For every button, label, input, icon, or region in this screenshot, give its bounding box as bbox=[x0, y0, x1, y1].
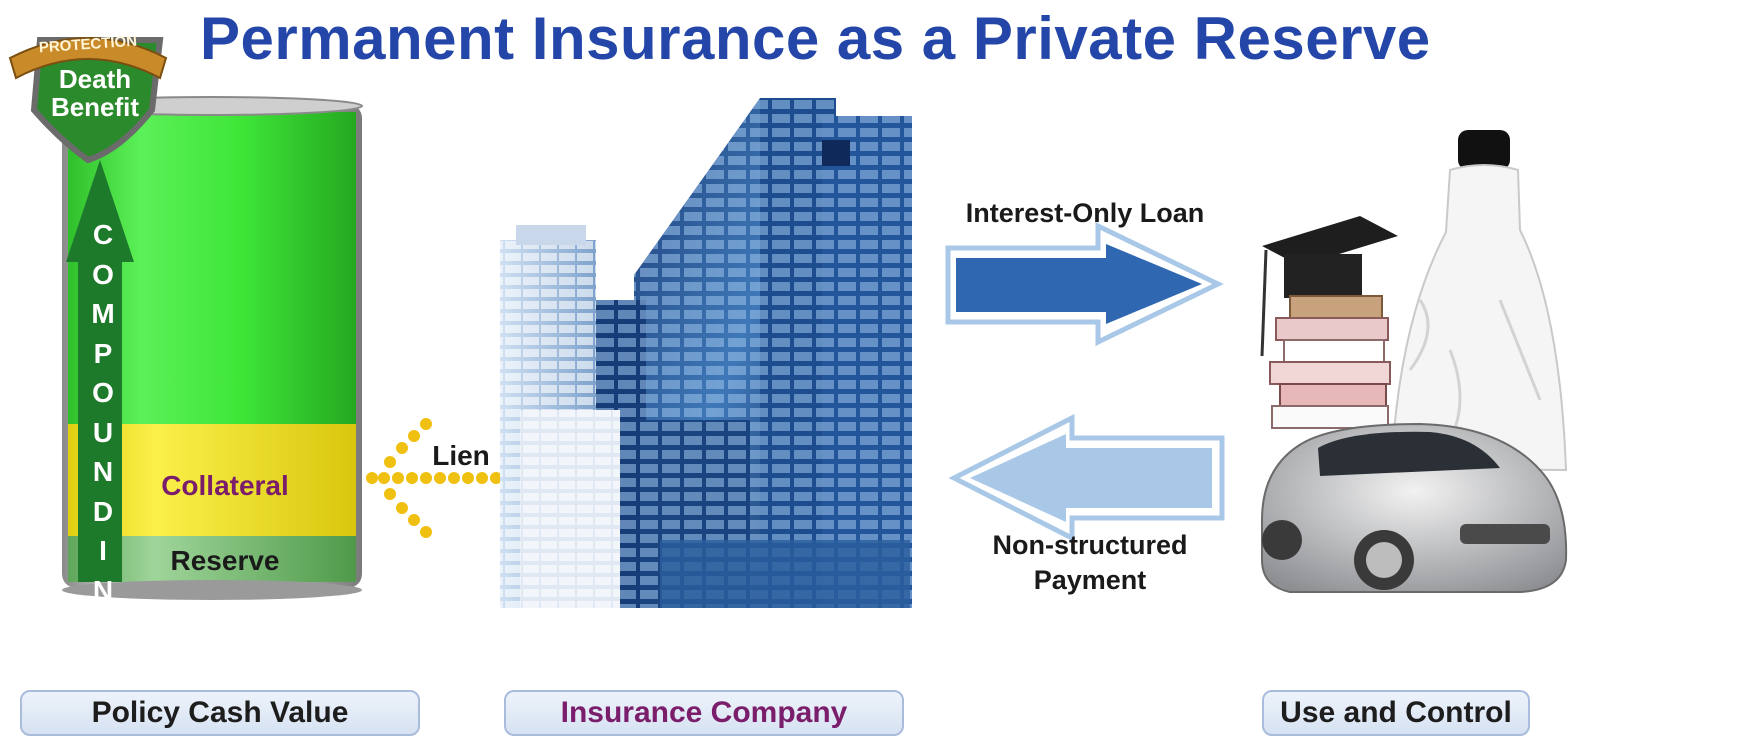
reserve-label: Reserve bbox=[170, 545, 280, 576]
protection-banner bbox=[8, 37, 168, 80]
insurance-company-label: Insurance Company bbox=[504, 690, 904, 736]
graduation-cap-icon bbox=[1260, 216, 1398, 357]
collateral-label: Collateral bbox=[161, 470, 289, 501]
loan-label: Interest-Only Loan bbox=[965, 198, 1205, 228]
car-icon bbox=[1261, 422, 1568, 593]
lien-arrow bbox=[366, 418, 502, 538]
compounding-letter: I bbox=[99, 535, 107, 566]
shield-line2: Benefit bbox=[50, 92, 140, 122]
payment-label-line2: Payment bbox=[1033, 565, 1147, 595]
wedding-dress-icon bbox=[1390, 130, 1568, 472]
use-and-control-label: Use and Control bbox=[1262, 690, 1530, 736]
compounding-letter: G bbox=[92, 614, 114, 645]
compounding-letter: P bbox=[93, 337, 113, 369]
page-title: Permanent Insurance as a Private Reserve bbox=[200, 5, 1431, 72]
payment-label-line1: Non-structured bbox=[992, 530, 1188, 560]
compounding-label: C O M P O U N D I N G bbox=[83, 215, 123, 650]
compounding-letter: M bbox=[91, 298, 115, 329]
compounding-letter: D bbox=[92, 495, 114, 527]
loan-arrow bbox=[945, 222, 1224, 346]
shield-line1: Death bbox=[58, 64, 132, 94]
insurance-company-building bbox=[500, 98, 912, 608]
compounding-arrow bbox=[66, 160, 134, 582]
death-benefit-shield bbox=[8, 37, 168, 164]
compounding-letter: U bbox=[92, 416, 114, 448]
compounding-letter: O bbox=[92, 258, 114, 290]
payment-arrow bbox=[948, 413, 1225, 543]
policy-cash-value-label: Policy Cash Value bbox=[20, 690, 420, 736]
compounding-letter: O bbox=[92, 377, 114, 408]
lien-label: Lien bbox=[432, 440, 490, 471]
compounding-letter: N bbox=[92, 456, 114, 487]
books-icon bbox=[1269, 295, 1391, 429]
compounding-letter: N bbox=[92, 574, 114, 606]
compounding-letter: C bbox=[92, 219, 114, 250]
